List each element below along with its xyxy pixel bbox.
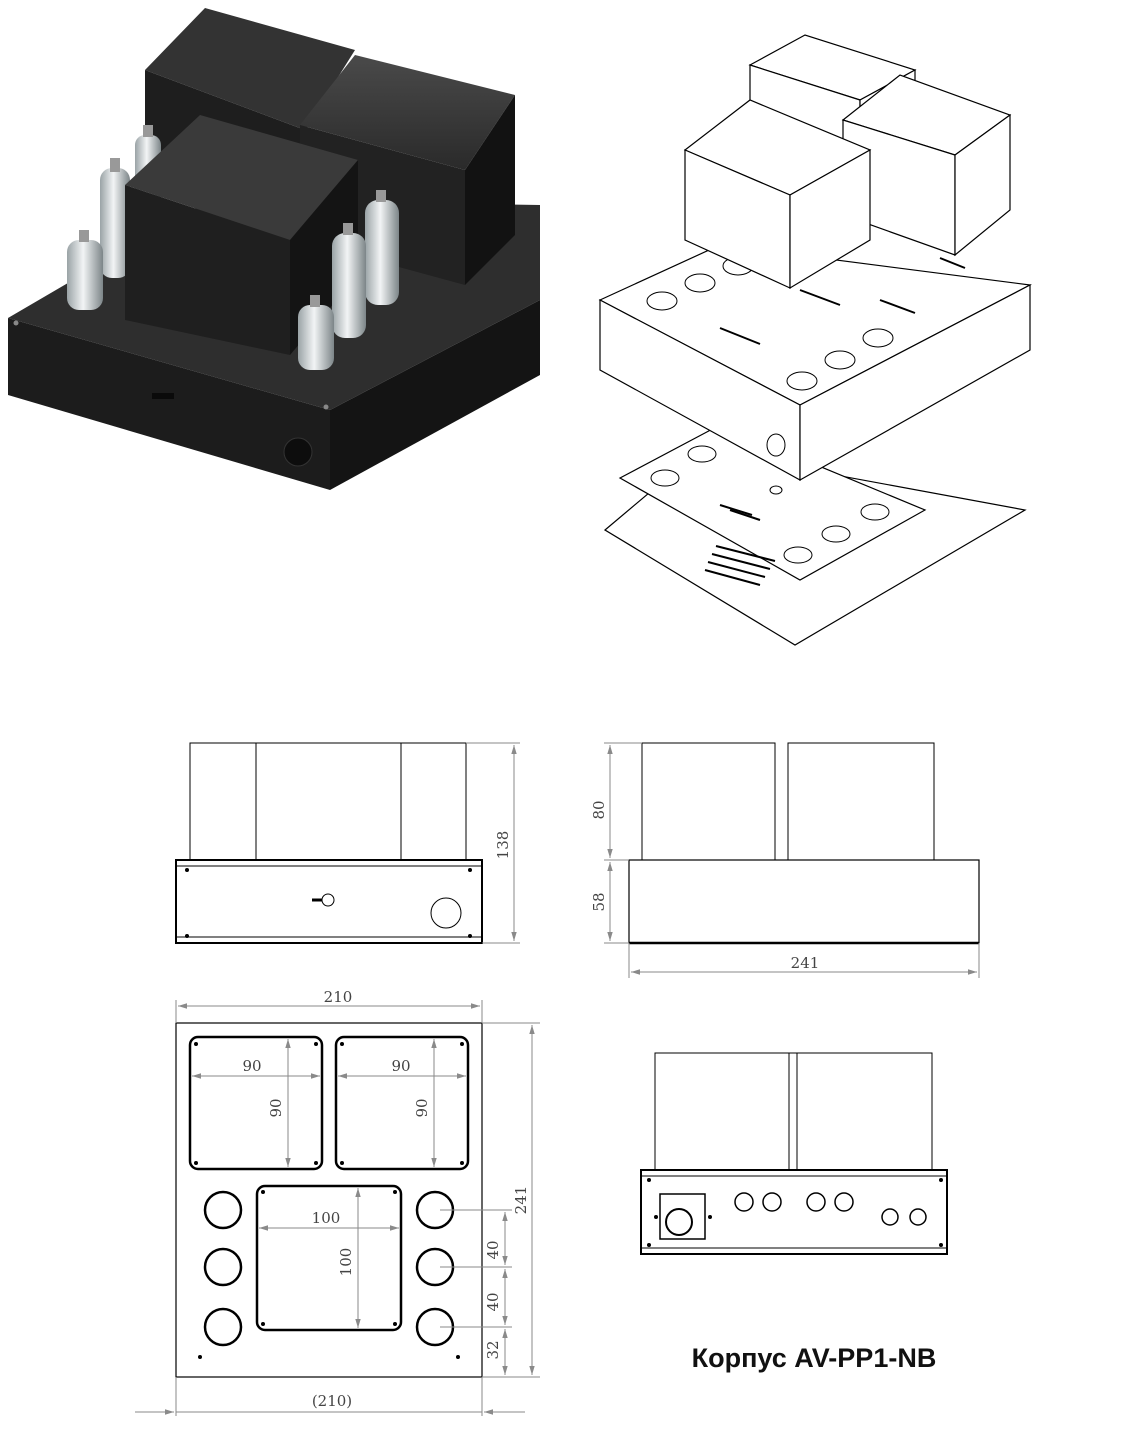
drawing-title: Корпус AV-PP1-NB — [692, 1343, 937, 1373]
iec-socket-icon — [659, 1193, 706, 1240]
render-3d-view — [8, 8, 540, 490]
side-view: 80 58 241 — [590, 742, 980, 978]
dim-transformer1-height: 90 — [267, 1098, 285, 1117]
tube-icon — [365, 190, 399, 305]
dim-center-height: 100 — [337, 1248, 355, 1277]
dim-top-width: 210 — [324, 988, 353, 1006]
tube-icon — [100, 158, 130, 278]
dim-side-depth: 241 — [791, 954, 820, 972]
dim-tube-pitch-1: 40 — [484, 1240, 502, 1259]
transformer-block — [683, 99, 872, 290]
dim-transformer2-width: 90 — [391, 1057, 410, 1075]
dim-side-base: 58 — [590, 892, 608, 911]
dim-tube-pitch-2: 40 — [484, 1292, 502, 1311]
tube-icon — [298, 295, 334, 370]
dim-tube-edge: 32 — [484, 1340, 502, 1359]
dim-transformer1-width: 90 — [242, 1057, 261, 1075]
dim-top-width-ref: (210) — [312, 1392, 352, 1410]
dim-center-width: 100 — [312, 1209, 341, 1227]
rear-connector — [734, 1192, 927, 1226]
rear-view — [640, 1052, 948, 1255]
front-view: 138 — [175, 742, 520, 944]
transformer-block — [841, 74, 1012, 257]
top-view: 210 (210) 241 90 90 90 90 100 100 — [135, 988, 540, 1416]
tube-icon — [67, 230, 103, 310]
dim-transformer2-height: 90 — [413, 1098, 431, 1117]
dim-side-top: 80 — [590, 800, 608, 819]
dim-top-depth: 241 — [512, 1186, 530, 1215]
dim-front-height: 138 — [494, 831, 512, 860]
tube-icon — [332, 223, 366, 338]
exploded-view — [598, 34, 1032, 646]
